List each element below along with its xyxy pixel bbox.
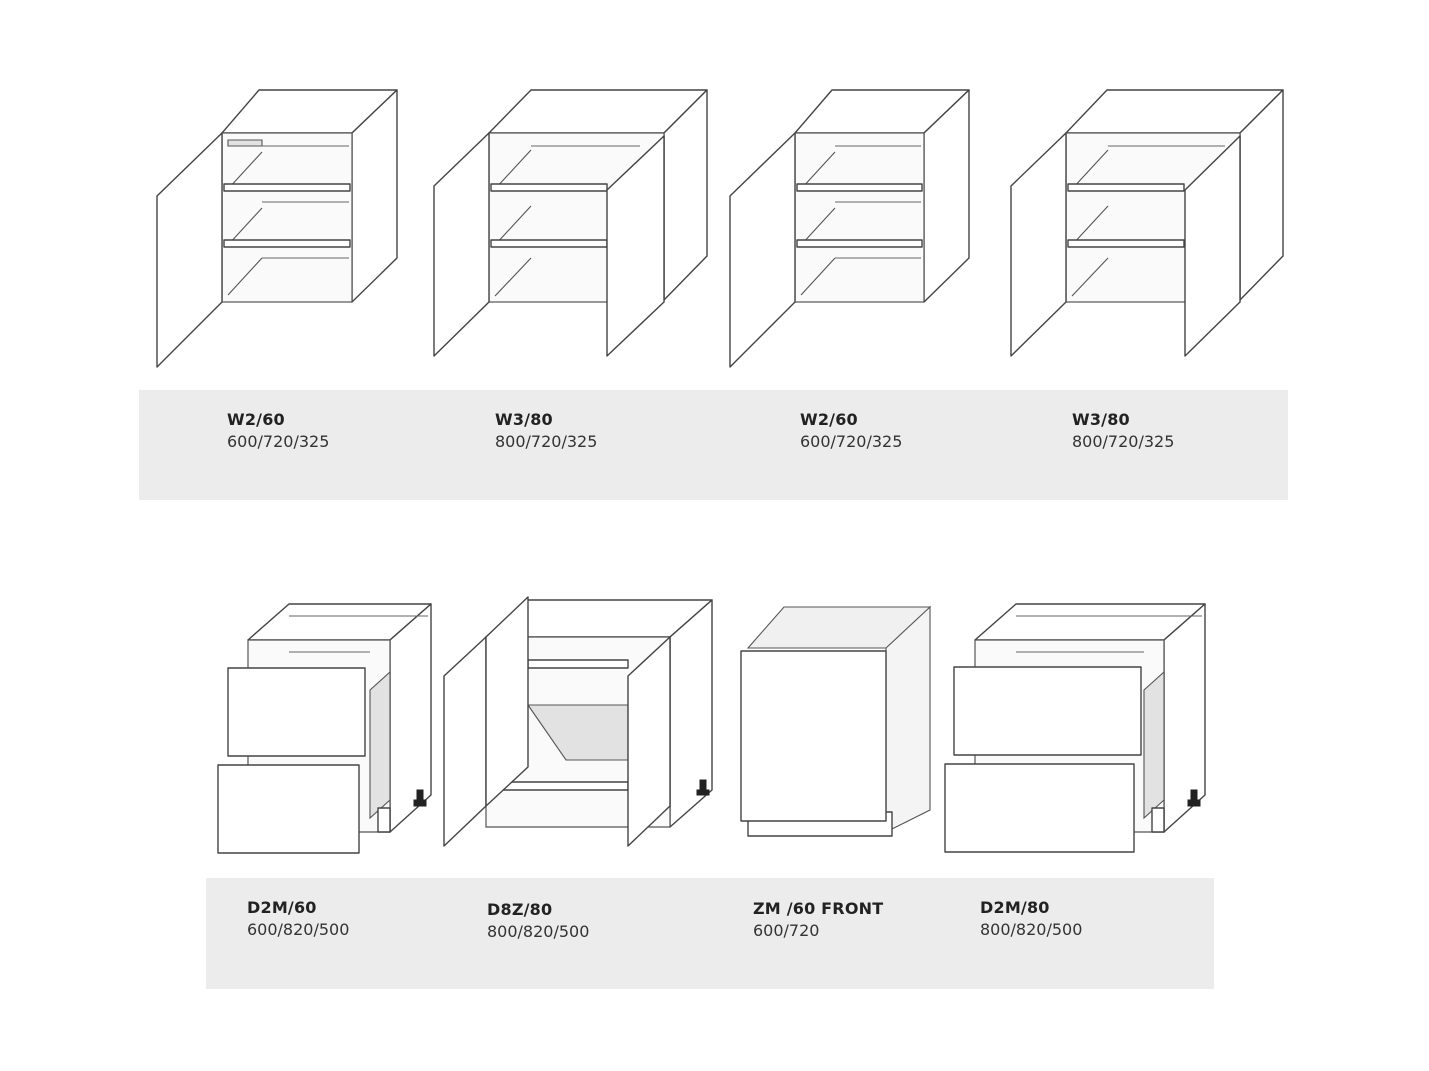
label-cabinet-2: W3/80 800/720/325 [495,409,597,453]
cabinet-zm-60-front [740,605,932,837]
cabinet-w2-60-b [729,89,970,368]
cabinet-d2m-80 [944,603,1206,853]
cabinet-dimensions: 600/720/325 [800,432,903,451]
cabinet-code: W3/80 [1072,410,1130,429]
cabinet-w2-60-a [156,89,398,368]
label-cabinet-5: D2M/60 600/820/500 [247,897,349,941]
cabinet-dimensions: 600/720 [753,921,820,940]
label-band-top [139,390,1288,500]
label-band-bottom [206,878,1214,989]
label-cabinet-7: ZM /60 FRONT 600/720 [753,898,883,942]
cabinet-dimensions: 800/720/325 [1072,432,1175,451]
cabinet-code: W3/80 [495,410,553,429]
cabinet-code: W2/60 [800,410,858,429]
cabinet-code: D2M/60 [247,898,317,917]
cabinet-dimensions: 800/720/325 [495,432,598,451]
label-cabinet-1: W2/60 600/720/325 [227,409,329,453]
label-cabinet-4: W3/80 800/720/325 [1072,409,1174,453]
cabinet-w3-80-a [433,89,708,357]
cabinet-d8z-80 [443,596,713,847]
cabinet-w3-80-b [1010,89,1284,357]
cabinet-d2m-60 [217,603,432,854]
cabinet-dimensions: 600/820/500 [247,920,350,939]
cabinet-dimensions: 600/720/325 [227,432,330,451]
label-cabinet-6: D8Z/80 800/820/500 [487,899,589,943]
cabinet-dimensions: 800/820/500 [980,920,1083,939]
cabinet-dimensions: 800/820/500 [487,922,590,941]
cabinet-code: ZM /60 FRONT [753,899,884,918]
cabinet-code: D8Z/80 [487,900,553,919]
label-cabinet-8: D2M/80 800/820/500 [980,897,1082,941]
cabinet-code: W2/60 [227,410,285,429]
cabinet-code: D2M/80 [980,898,1050,917]
label-cabinet-3: W2/60 600/720/325 [800,409,902,453]
